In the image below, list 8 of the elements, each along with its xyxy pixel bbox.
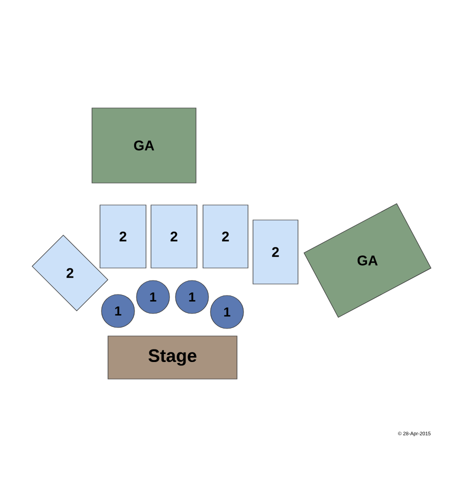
seating-section: 2 <box>100 204 146 268</box>
seating-section: 2 <box>202 204 248 268</box>
seating-section: 2 <box>32 234 108 312</box>
ga-section: GA <box>92 108 196 184</box>
seating-section: 2 <box>252 220 298 284</box>
seating-section: 2 <box>150 204 198 268</box>
stage-box: Stage <box>108 336 238 380</box>
ga-section: GA <box>304 203 432 318</box>
